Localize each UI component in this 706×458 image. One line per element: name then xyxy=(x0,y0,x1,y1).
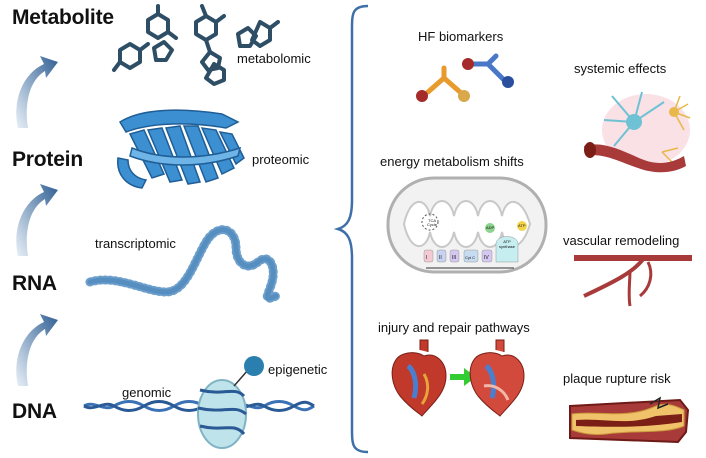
label-vascular-remodeling: vascular remodeling xyxy=(563,233,680,248)
label-metabolomic: metabolomic xyxy=(237,51,311,66)
curved-arrow-icon-rna-to-protein xyxy=(16,184,58,256)
curved-arrow-icon-dna-to-rna-top xyxy=(16,56,58,128)
mito-atp-label: ATP xyxy=(518,223,526,228)
label-proteomic: proteomic xyxy=(252,152,310,167)
label-epigenetic: epigenetic xyxy=(268,362,328,377)
mito-cyt-c-label: Cyt C xyxy=(465,255,475,260)
label-plaque-rupture-risk: plaque rupture risk xyxy=(563,371,671,386)
systemic-effects-cells-icon xyxy=(584,91,691,173)
rna-strand-icon xyxy=(85,225,281,303)
mito-atp-synthase-label: ATP synthase xyxy=(498,239,515,249)
metabolite-molecules-icon xyxy=(112,4,280,86)
dna-nucleosome-icon xyxy=(83,356,315,449)
curly-brace-icon xyxy=(333,4,369,454)
vessel-branch-icon xyxy=(574,255,692,307)
hearts-injury-repair-icon xyxy=(391,339,525,417)
mito-tca-label: TCA Cycle xyxy=(427,218,438,227)
plaque-artery-icon xyxy=(569,396,690,444)
mitochondrion-icon xyxy=(386,176,548,274)
label-genomic: genomic xyxy=(122,385,172,400)
label-systemic-effects: systemic effects xyxy=(574,61,667,76)
mito-complex-3-label: III xyxy=(452,255,457,261)
label-hf-biomarkers: HF biomarkers xyxy=(418,29,504,44)
level-dna: DNA xyxy=(12,400,57,423)
mito-adp-label: ADP xyxy=(486,225,495,230)
label-injury-repair-pathways: injury and repair pathways xyxy=(378,320,530,335)
protein-beta-barrel-icon xyxy=(117,109,245,189)
antibodies-icon xyxy=(416,53,514,102)
mito-complex-2-label: II xyxy=(439,255,442,261)
level-protein: Protein xyxy=(12,148,83,171)
mito-complex-4-label: IV xyxy=(484,255,489,261)
mito-complex-1-label: I xyxy=(426,255,428,261)
curved-arrow-icon-dna-to-rna xyxy=(16,314,58,386)
level-rna: RNA xyxy=(12,272,57,295)
label-transcriptomic: transcriptomic xyxy=(95,236,176,251)
level-metabolite: Metabolite xyxy=(12,6,114,29)
label-energy-metabolism-shifts: energy metabolism shifts xyxy=(380,154,524,169)
